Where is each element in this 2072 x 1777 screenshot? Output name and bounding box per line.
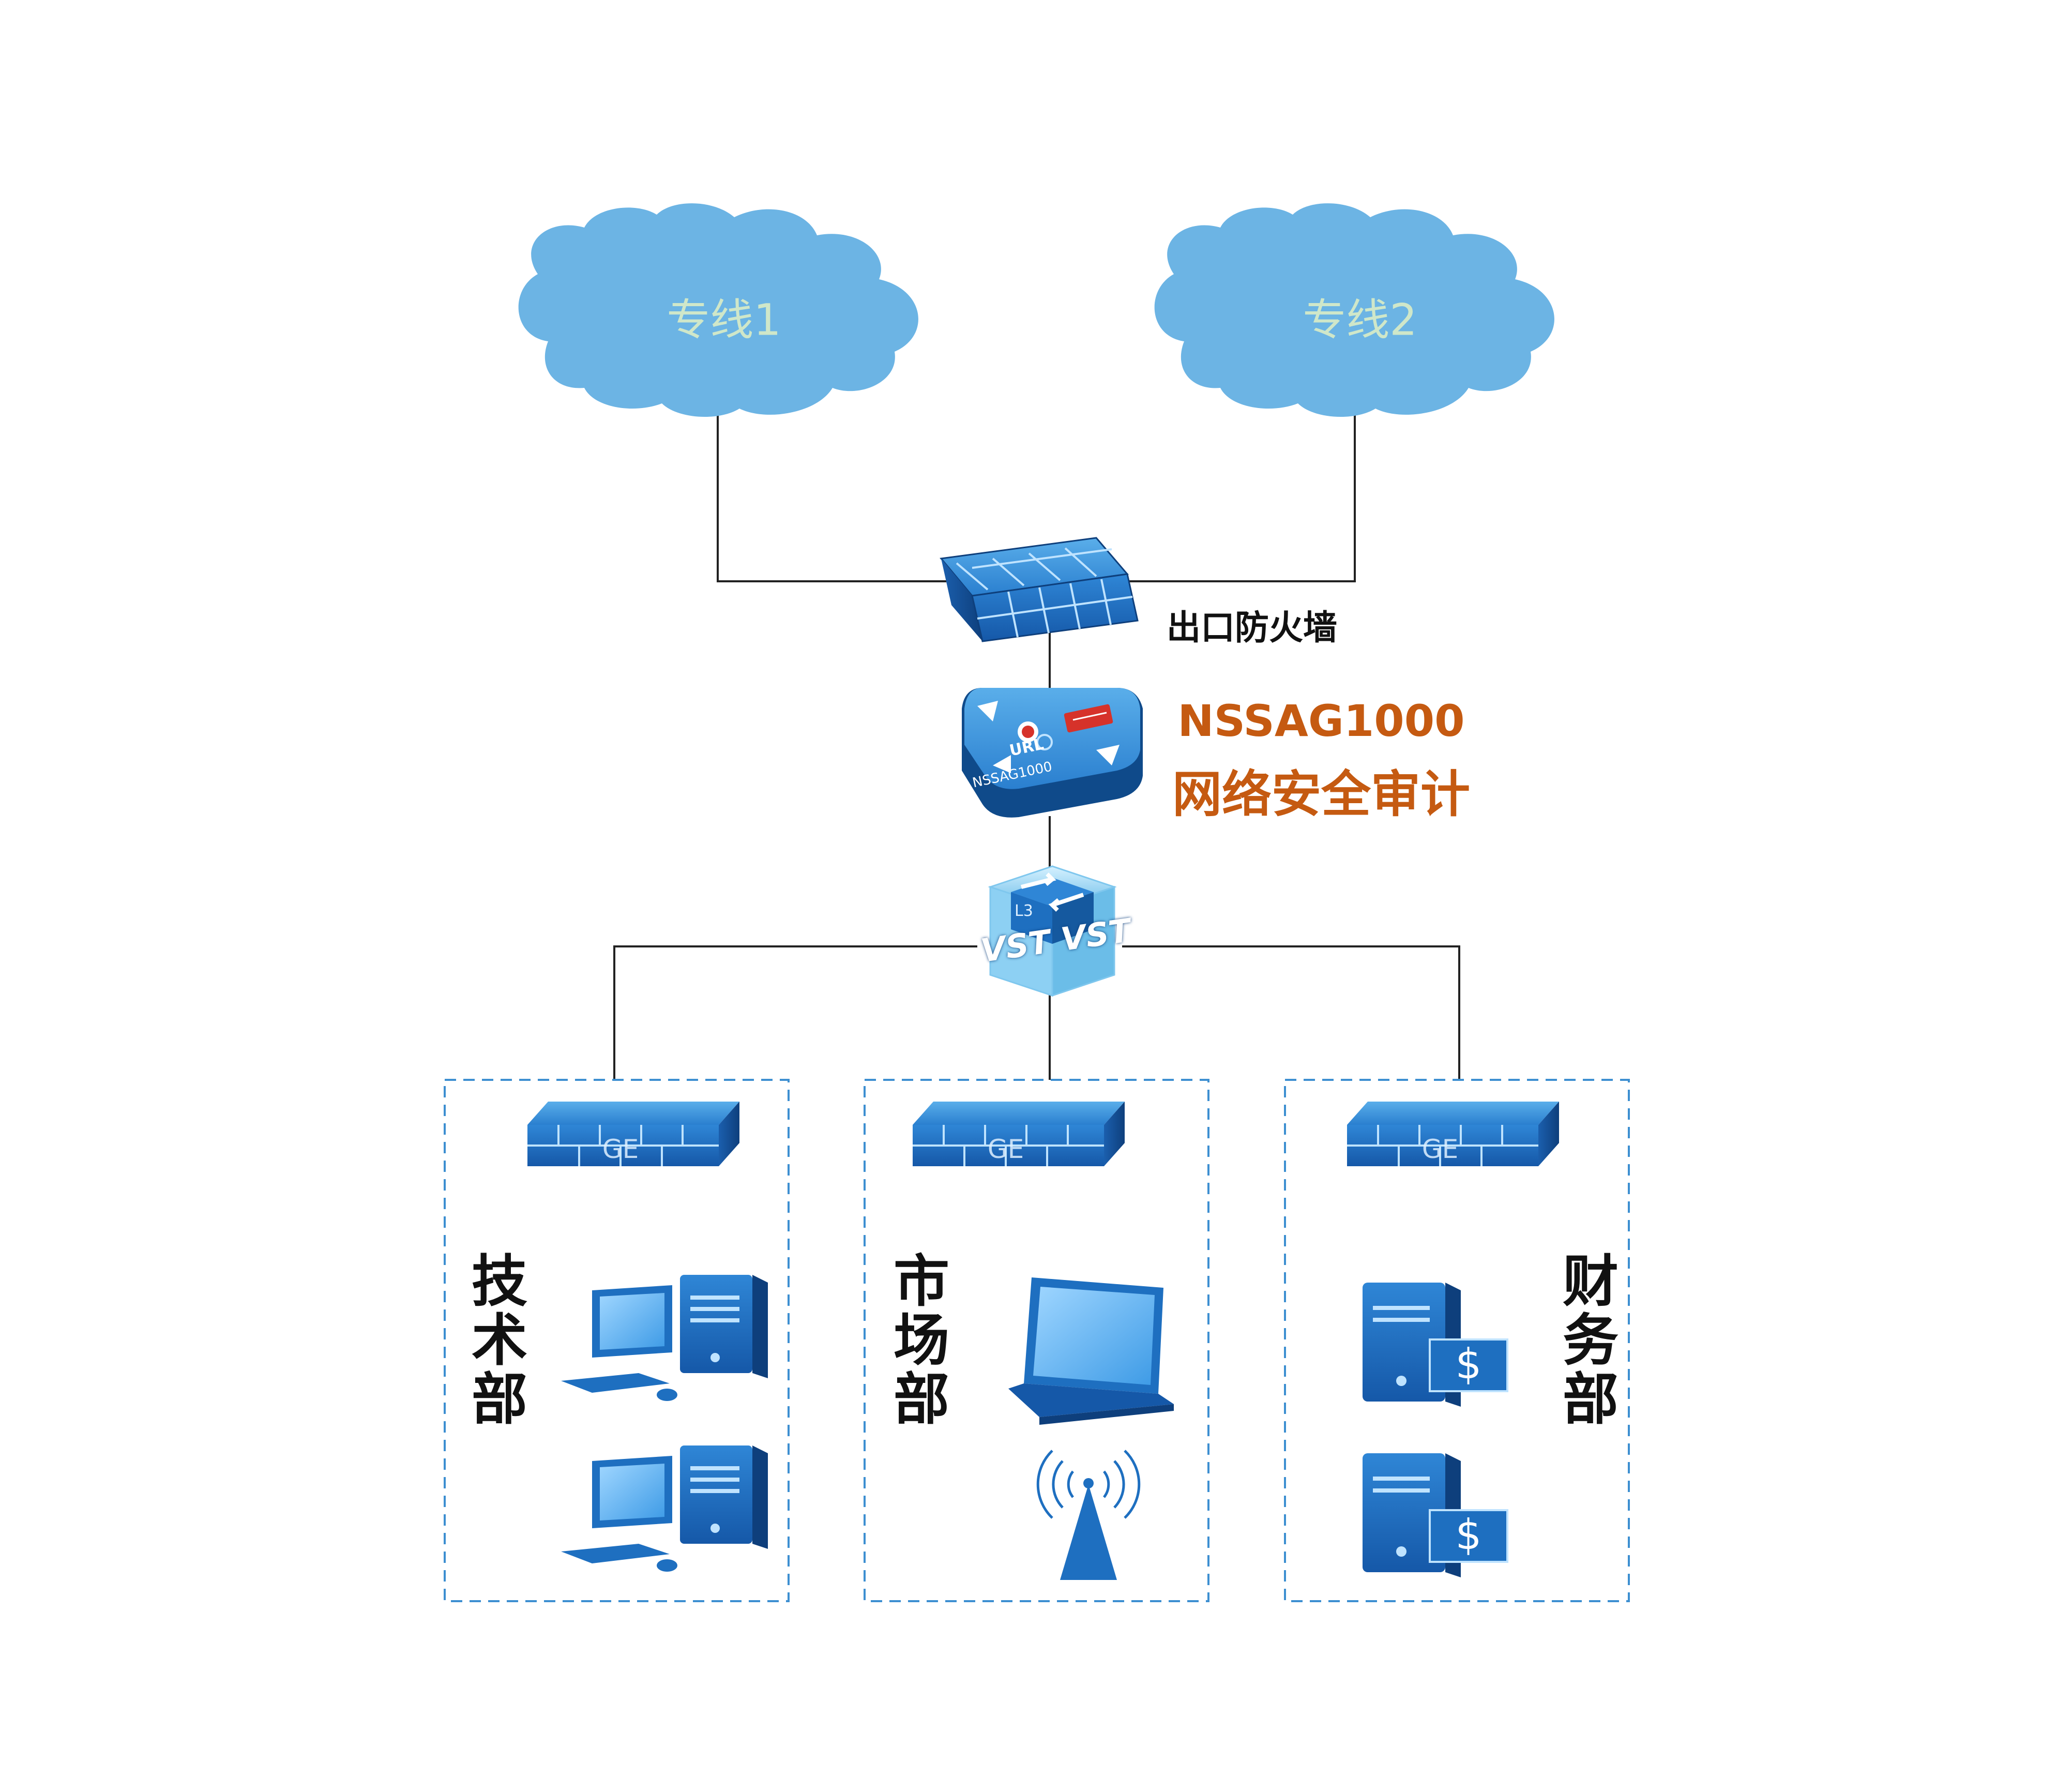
server-dollar-icon: $ — [1363, 1453, 1508, 1577]
access-switch-icon — [1347, 1102, 1559, 1166]
department-label-market: 市场部 — [884, 1252, 949, 1428]
department-label-finance: 财务部 — [1553, 1252, 1618, 1428]
desktop-computer-icon — [561, 1445, 768, 1572]
svg-text:$: $ — [1456, 1511, 1482, 1559]
access-switch-icon — [913, 1102, 1125, 1166]
switch-ge-label-tech: GE — [602, 1134, 639, 1164]
laptop-icon — [1008, 1277, 1174, 1425]
switch-ge-label-finance: GE — [1421, 1134, 1459, 1164]
links — [613, 414, 1460, 1080]
department-box-tech — [444, 1079, 790, 1602]
department-label-tech: 技术部 — [462, 1252, 527, 1428]
department-box-market — [864, 1079, 1209, 1602]
core-switch-icon — [988, 865, 1117, 997]
cloud-2-label: 专线2 — [1303, 294, 1417, 345]
cloud-2 — [1154, 203, 1554, 417]
switch-ge-label-market: GE — [987, 1134, 1024, 1164]
audit-appliance-icon — [962, 688, 1143, 818]
svg-text:$: $ — [1456, 1340, 1482, 1388]
cloud-icon — [1154, 203, 1554, 417]
antenna-icon — [1036, 1450, 1141, 1580]
audit-name-label: 网络安全审计 — [1172, 765, 1470, 823]
link-cloud1-firewall — [717, 414, 946, 582]
core-switch-layer: L3 — [1015, 902, 1033, 920]
audit-model-label: NSSAG1000 — [1177, 696, 1465, 746]
cloud-1-label: 专线1 — [667, 294, 781, 345]
link-core-tech — [613, 945, 977, 1080]
cloud-1 — [518, 203, 918, 417]
cloud-icon — [518, 203, 918, 417]
firewall-label: 出口防火墙 — [1167, 608, 1337, 647]
server-dollar-icon: $ — [1363, 1283, 1508, 1407]
department-box-finance — [1284, 1079, 1630, 1602]
link-core-finance — [1122, 945, 1460, 1080]
desktop-computer-icon — [561, 1275, 768, 1401]
firewall-icon — [940, 537, 1139, 642]
access-switch-icon — [527, 1102, 739, 1166]
link-cloud2-firewall — [1127, 414, 1356, 582]
